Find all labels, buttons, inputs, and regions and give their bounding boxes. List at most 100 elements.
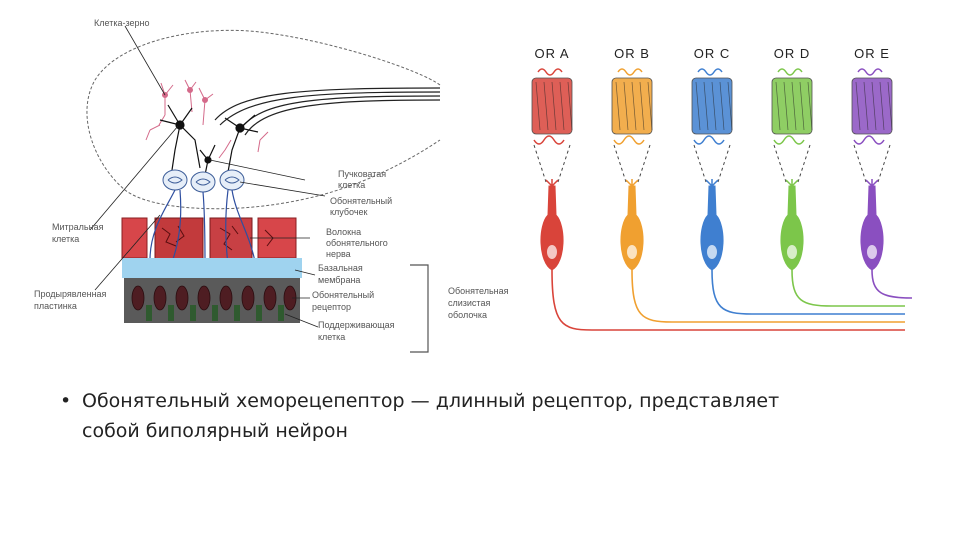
svg-text:рецептор: рецептор <box>312 302 351 312</box>
svg-text:клетка: клетка <box>52 234 79 244</box>
mitral-tufted-cells <box>159 104 259 176</box>
helix-line <box>543 81 549 131</box>
neuron-soma <box>620 185 644 271</box>
helix-line <box>799 81 805 131</box>
dashed-link <box>797 144 811 183</box>
svg-text:оболочка: оболочка <box>448 310 487 320</box>
neuron-soma <box>700 185 724 271</box>
receptor-label: OR E <box>854 46 890 61</box>
receptor-protein <box>611 77 653 135</box>
helix-line <box>807 81 813 131</box>
label-olfactory-mucosa-3: оболочка <box>448 310 487 320</box>
neuron-axon <box>871 269 913 299</box>
neuron-nucleus <box>787 245 797 259</box>
receptor-4: OR D <box>771 46 905 307</box>
dashed-link <box>717 144 731 183</box>
neuron-nucleus <box>707 245 717 259</box>
label-granule-cell: Клетка-зерно <box>94 18 149 28</box>
protein-loop-bottom <box>853 135 885 145</box>
svg-text:мембрана: мембрана <box>318 275 360 285</box>
mucosa-bracket <box>410 264 429 353</box>
bullet-dot: • <box>60 390 72 412</box>
svg-text:обонятельного: обонятельного <box>326 238 388 248</box>
receptor-2: OR B <box>611 46 905 323</box>
label-cribriform-plate: Продырявленная <box>34 289 107 299</box>
neuron-nucleus <box>867 245 877 259</box>
neuron-axon <box>551 269 905 331</box>
dashed-link <box>557 144 571 183</box>
label-mitral-cell-2: клетка <box>52 234 79 244</box>
helix-line <box>695 81 701 131</box>
label-mitral-cell: Митральная <box>52 222 104 232</box>
dashed-link <box>637 144 651 183</box>
svg-text:Продырявленная: Продырявленная <box>34 289 107 299</box>
receptor-protein <box>851 77 893 135</box>
helix-line <box>775 81 781 131</box>
receptor-label: OR C <box>694 46 731 61</box>
bullet-text: Обонятельный хеморецепептор — длинный ре… <box>82 390 780 442</box>
mucus-layer <box>122 258 302 278</box>
svg-text:Обонятельный: Обонятельный <box>312 290 374 300</box>
glomeruli <box>162 169 245 193</box>
neuron-axon <box>791 269 905 307</box>
label-olfactory-receptor: Обонятельный <box>312 290 374 300</box>
label-tufted-cell-2: клетка <box>338 180 365 190</box>
dashed-link <box>773 144 787 183</box>
cilia <box>865 179 879 187</box>
bone-layer <box>121 217 297 261</box>
helix-line <box>719 81 725 131</box>
helix-line <box>551 81 557 131</box>
label-supporting-cell-2: клетка <box>318 332 345 342</box>
receptor-3: OR C <box>691 46 905 315</box>
neuron-soma <box>860 185 884 271</box>
label-nerve-fibers-2: обонятельного <box>326 238 388 248</box>
label-supporting-cell: Поддерживающая <box>318 320 395 330</box>
cilia <box>785 179 799 187</box>
protein-loop-bottom <box>693 135 725 145</box>
svg-text:клубочек: клубочек <box>330 207 368 217</box>
bullet-point: • Обонятельный хеморецепептор — длинный … <box>60 386 820 446</box>
neuron-soma <box>540 185 564 271</box>
label-glomerulus: Обонятельный <box>330 196 392 206</box>
receptor-protein <box>771 77 813 135</box>
label-basal-membrane: Базальная <box>318 263 363 273</box>
dashed-link <box>853 144 867 183</box>
label-basal-membrane-2: мембрана <box>318 275 360 285</box>
helix-line <box>791 81 797 131</box>
label-glomerulus-2: клубочек <box>330 207 368 217</box>
svg-text:Базальная: Базальная <box>318 263 363 273</box>
svg-text:Волокна: Волокна <box>326 227 361 237</box>
helix-line <box>623 81 629 131</box>
dashed-link <box>613 144 627 183</box>
receptor-1: OR A <box>531 46 905 331</box>
axon-bundle <box>214 87 441 136</box>
cilia <box>625 179 639 187</box>
protein-loop-top <box>537 68 563 76</box>
label-olfactory-mucosa-2: слизистая <box>448 298 490 308</box>
svg-text:Обонятельная: Обонятельная <box>448 286 509 296</box>
svg-text:Обонятельный: Обонятельный <box>330 196 392 206</box>
helix-line <box>567 81 573 131</box>
svg-text:клетка: клетка <box>338 180 365 190</box>
neuron-nucleus <box>547 245 557 259</box>
olfactory-bulb-diagram: Клетка-зерно Пучковатая клетка Обонятель… <box>34 18 509 353</box>
protein-loop-bottom <box>613 135 645 145</box>
helix-line <box>559 81 565 131</box>
helix-line <box>615 81 621 131</box>
receptor-label: OR D <box>774 46 811 61</box>
dashed-link <box>533 144 547 183</box>
receptor-protein <box>691 77 733 135</box>
receptor-5: OR E <box>851 46 913 299</box>
neuron-axon <box>631 269 905 323</box>
receptor-protein <box>531 77 573 135</box>
svg-text:нерва: нерва <box>326 249 351 259</box>
label-tufted-cell: Пучковатая <box>338 169 386 179</box>
helix-line <box>879 81 885 131</box>
protein-loop-bottom <box>533 135 565 145</box>
label-cribriform-plate-2: пластинка <box>34 301 77 311</box>
svg-text:Пучковатая: Пучковатая <box>338 169 386 179</box>
receptor-label: OR B <box>614 46 650 61</box>
granule-cells <box>145 79 269 159</box>
svg-text:Митральная: Митральная <box>52 222 104 232</box>
